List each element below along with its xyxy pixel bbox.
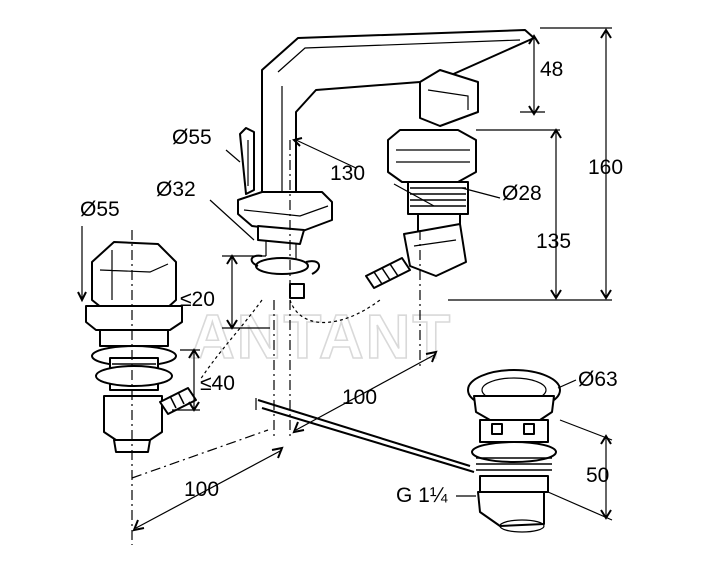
dim-drain-height: 50 — [586, 464, 609, 487]
dim-drain-thread: G 1¼ — [396, 484, 448, 507]
dim-shank-diameter-spout: Ø32 — [156, 178, 196, 201]
dim-spout-height: 48 — [540, 58, 563, 81]
dim-spout-clearance: 135 — [536, 230, 571, 253]
dim-spacing-right: 100 — [342, 386, 377, 409]
dim-handle-diameter-top: Ø55 — [172, 126, 212, 149]
dim-deck-thickness-valve: ≤40 — [200, 372, 235, 395]
watermark-text: ANTANT — [190, 303, 452, 372]
spout-assembly — [199, 29, 535, 381]
dimension-labels: 48 160 130 Ø55 Ø32 Ø28 135 Ø55 ≤20 ≤40 1… — [80, 58, 623, 507]
dim-handle-diameter-left: Ø55 — [80, 198, 120, 221]
drain-assembly — [255, 369, 561, 533]
dim-drain-diameter: Ø63 — [578, 368, 618, 391]
right-valve — [365, 129, 477, 289]
dimension-lines — [77, 27, 613, 532]
dim-spacing-left: 100 — [184, 478, 219, 501]
dim-spout-reach: 130 — [330, 162, 365, 185]
dim-deck-thickness-spout: ≤20 — [180, 288, 215, 311]
center-lines — [131, 140, 421, 545]
left-valve — [85, 241, 197, 453]
dim-total-height: 160 — [588, 156, 623, 179]
dim-shank-diameter-valve: Ø28 — [502, 182, 542, 205]
